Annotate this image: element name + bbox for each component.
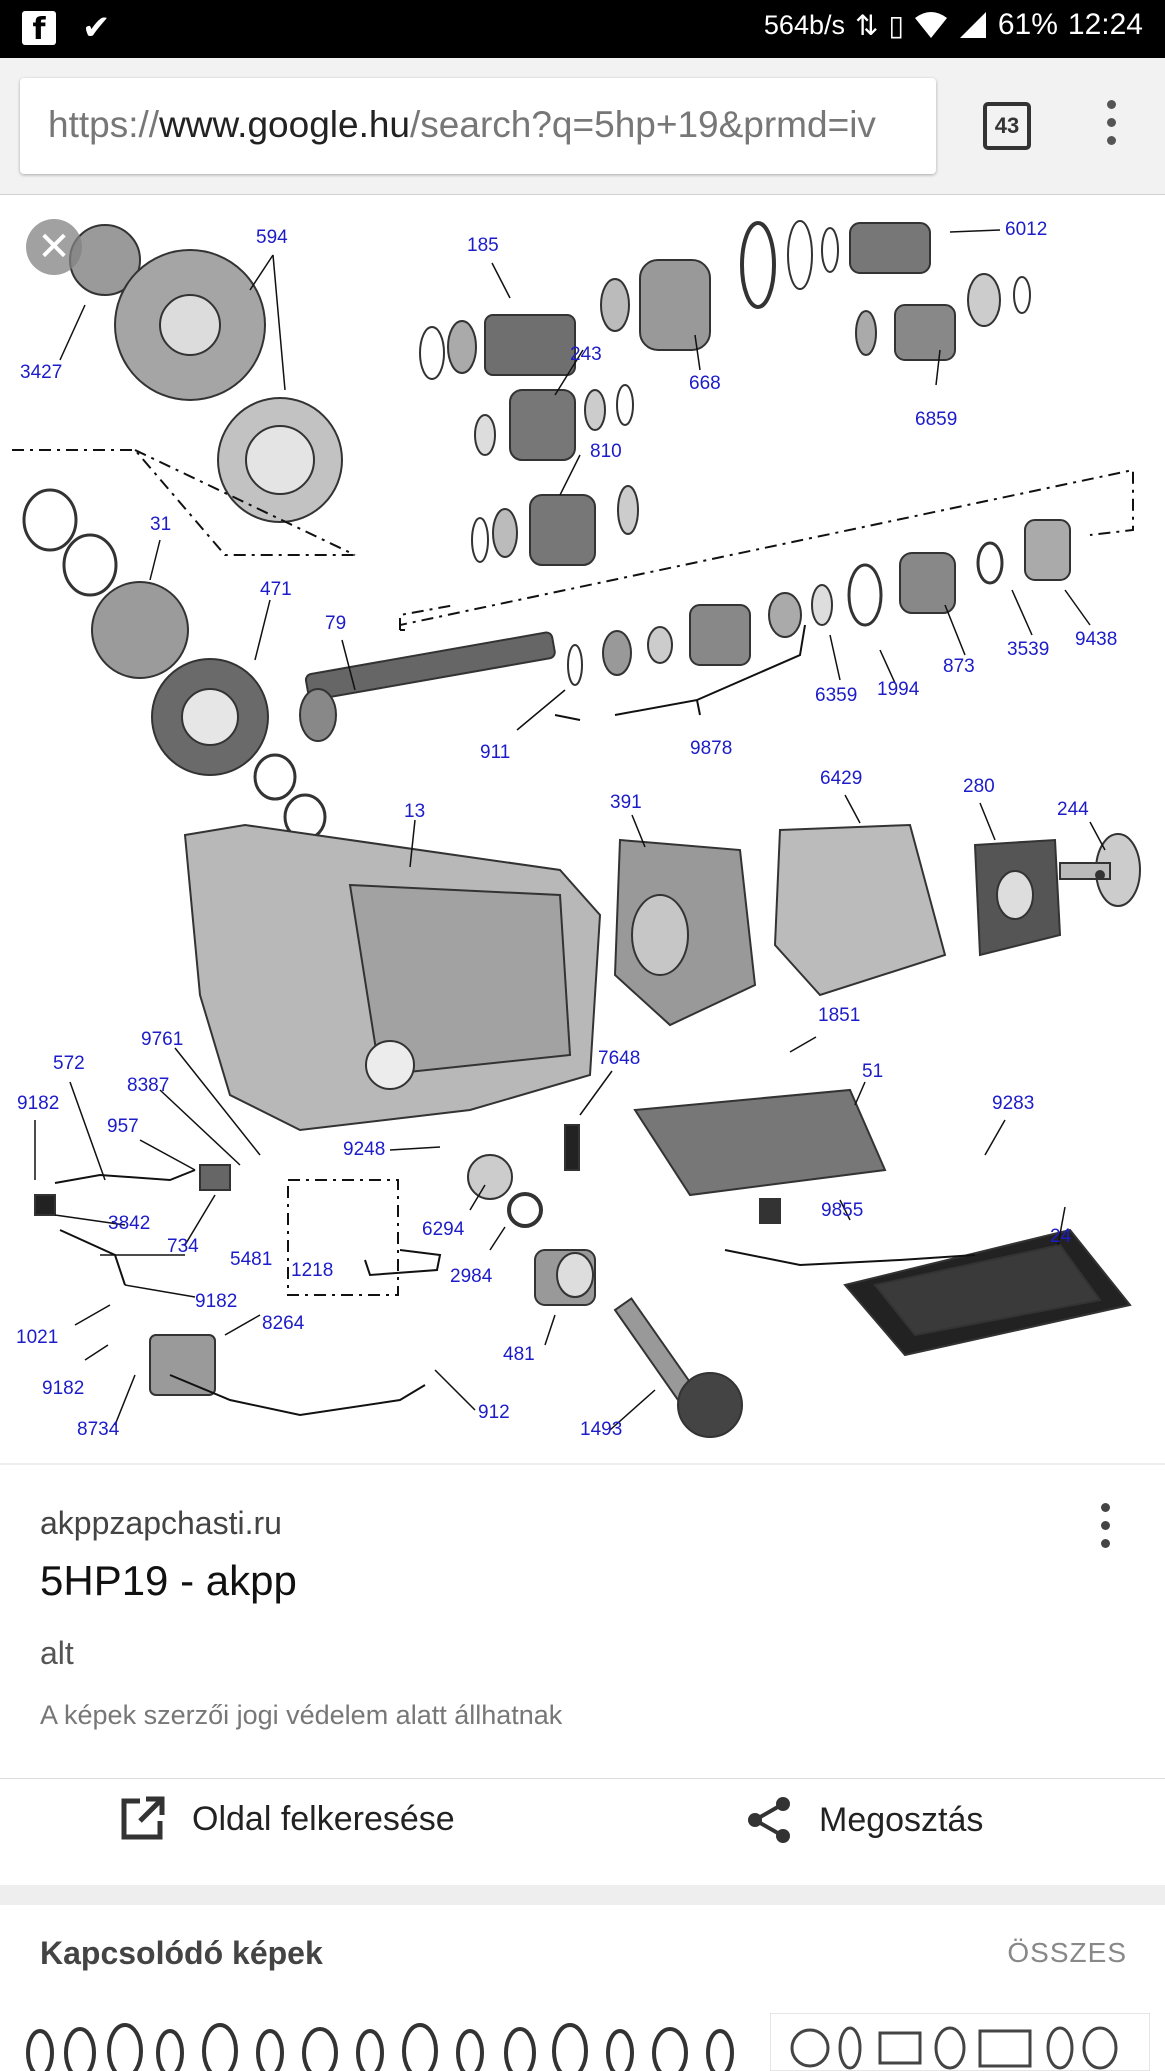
url-bar[interactable]: https://www.google.hu/search?q=5hp+19&pr… xyxy=(20,78,936,174)
part-label: 1218 xyxy=(291,1260,333,1281)
related-images-title: Kapcsolódó képek xyxy=(40,1935,323,1971)
related-thumbnail-2[interactable] xyxy=(770,2013,1150,2071)
part-label: 9855 xyxy=(821,1200,863,1221)
part-label: 912 xyxy=(478,1402,510,1423)
related-images-section: Kapcsolódó képek ÖSSZES xyxy=(0,1905,1165,2071)
part-label: 6012 xyxy=(1005,219,1047,240)
part-label: 873 xyxy=(943,656,975,677)
visit-page-button[interactable]: Oldal felkeresése xyxy=(118,1795,455,1843)
status-bar: f ✔ 564b/s ⇅ ▯ 61% 12:24 xyxy=(0,0,1165,58)
part-label: 13 xyxy=(404,801,425,822)
browser-toolbar: https://www.google.hu/search?q=5hp+19&pr… xyxy=(0,58,1165,195)
part-label: 957 xyxy=(107,1116,139,1137)
part-label: 1021 xyxy=(16,1327,58,1348)
part-label: 6359 xyxy=(815,685,857,706)
share-label: Megosztás xyxy=(819,1800,984,1839)
result-alt-text: alt xyxy=(40,1635,74,1671)
signal-icon xyxy=(959,12,986,38)
part-label: 810 xyxy=(590,441,622,462)
part-label: 7648 xyxy=(598,1048,640,1069)
part-label: 471 xyxy=(260,579,292,600)
part-label: 6294 xyxy=(422,1219,465,1240)
part-label: 1994 xyxy=(877,679,920,700)
part-label: 5481 xyxy=(230,1249,272,1270)
browser-menu-button[interactable] xyxy=(1096,100,1126,156)
visit-page-label: Oldal felkeresése xyxy=(192,1799,455,1838)
data-transfer-icon: ⇅ xyxy=(854,8,879,42)
facebook-notification-icon: f xyxy=(22,11,56,47)
share-button[interactable]: Megosztás xyxy=(745,1795,983,1845)
url-text: https://www.google.hu/search?q=5hp+19&pr… xyxy=(48,104,876,145)
part-label: 8734 xyxy=(77,1419,120,1440)
part-label: 9182 xyxy=(17,1093,59,1114)
battery-level: 61% xyxy=(997,8,1058,41)
part-label: 24 xyxy=(1050,1226,1072,1247)
part-label: 668 xyxy=(689,373,721,394)
tab-switcher-button[interactable]: 43 xyxy=(983,102,1031,150)
part-label: 9438 xyxy=(1075,629,1117,650)
share-icon xyxy=(748,1797,790,1843)
part-label: 243 xyxy=(570,344,602,365)
part-label: 2984 xyxy=(450,1266,493,1287)
part-label: 31 xyxy=(150,514,171,535)
part-label: 481 xyxy=(503,1344,535,1365)
vibrate-icon: ▯ xyxy=(888,8,904,42)
part-label: 1493 xyxy=(580,1419,622,1440)
part-label: 8387 xyxy=(127,1075,169,1096)
see-all-button[interactable]: ÖSSZES xyxy=(1007,1937,1127,1968)
open-in-new-icon xyxy=(121,1796,165,1840)
part-label: 79 xyxy=(325,613,346,634)
source-site[interactable]: akppzapchasti.ru xyxy=(40,1505,282,1541)
part-label: 3539 xyxy=(1007,639,1049,660)
part-label: 3427 xyxy=(20,362,62,383)
part-label: 734 xyxy=(167,1236,199,1257)
part-label: 3842 xyxy=(108,1213,150,1234)
image-preview[interactable]: 594 185 6012 3427 243 668 6859 810 31 47… xyxy=(0,195,1165,1463)
part-label: 9248 xyxy=(343,1139,385,1160)
related-thumbnail-1[interactable] xyxy=(20,2013,780,2071)
part-label: 6429 xyxy=(820,768,862,789)
part-label: 51 xyxy=(862,1061,883,1082)
wifi-icon xyxy=(914,12,947,38)
part-label: 9761 xyxy=(141,1029,183,1050)
part-label: 280 xyxy=(963,776,995,797)
part-label: 391 xyxy=(610,792,642,813)
part-label: 594 xyxy=(256,227,288,248)
close-image-button[interactable]: ✕ xyxy=(26,219,82,275)
part-label: 6859 xyxy=(915,409,957,430)
image-result-card: akppzapchasti.ru 5HP19 - akpp alt A képe… xyxy=(0,1465,1165,1885)
copyright-notice: A képek szerzői jogi védelem alatt állha… xyxy=(40,1700,563,1730)
network-speed: 564b/s xyxy=(763,9,845,40)
part-label: 1851 xyxy=(818,1005,860,1026)
part-label: 9878 xyxy=(690,738,732,759)
transmission-exploded-diagram: 594 185 6012 3427 243 668 6859 810 31 47… xyxy=(12,219,1141,1440)
part-label: 185 xyxy=(467,235,499,256)
part-label: 9182 xyxy=(195,1291,237,1312)
divider xyxy=(0,1778,1165,1779)
part-label: 9182 xyxy=(42,1378,84,1399)
download-complete-icon: ✔ xyxy=(82,8,111,48)
part-label: 911 xyxy=(480,742,510,763)
part-label: 572 xyxy=(53,1053,85,1074)
part-label: 8264 xyxy=(262,1313,305,1334)
clock: 12:24 xyxy=(1067,8,1143,41)
part-labels: 594 185 6012 3427 243 668 6859 810 31 47… xyxy=(16,219,1117,1440)
result-title[interactable]: 5HP19 - akpp xyxy=(40,1557,297,1604)
result-menu-button[interactable] xyxy=(1095,1503,1115,1563)
related-thumbnails xyxy=(0,2013,1165,2071)
part-label: 9283 xyxy=(992,1093,1034,1114)
part-label: 244 xyxy=(1057,799,1089,820)
